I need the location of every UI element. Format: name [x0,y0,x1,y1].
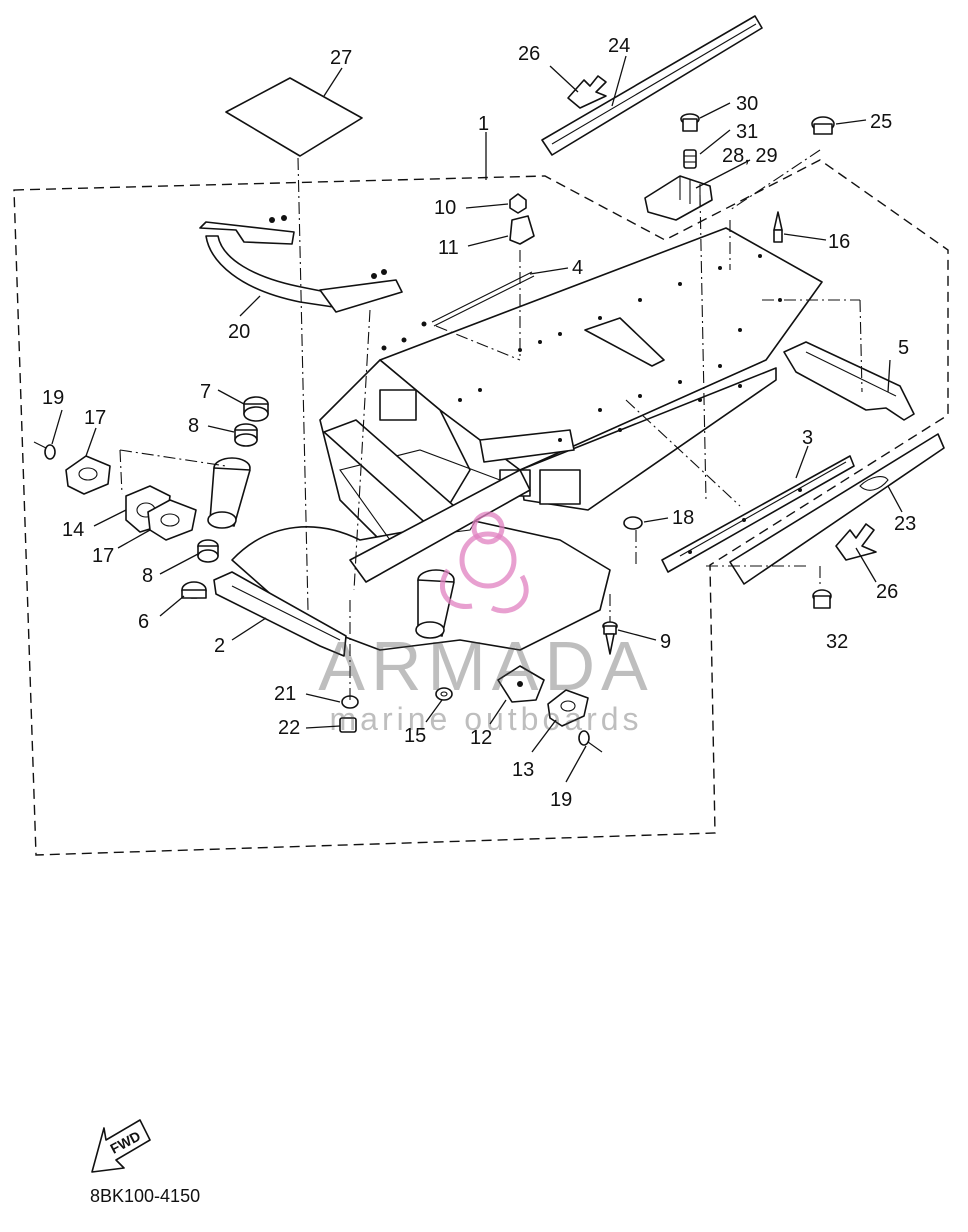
part-5-rear-bracket [783,341,915,421]
part-22-nut [339,717,357,733]
part-15-washer [435,687,453,701]
callout-28-29: 28, 29 [722,145,778,167]
part-2-front-bracket [213,571,347,657]
callout-8-upper: 8 [188,415,199,437]
drawing-code: 8BK100-4150 [90,1186,200,1206]
callout-8-lower: 8 [142,565,153,587]
callout-26-lower: 26 [876,581,898,603]
part-23-trim-strip [729,433,945,585]
part-25-cap [811,116,835,135]
callout-23: 23 [894,513,916,535]
part-20-handle-bar [199,215,403,313]
part-32-cap [812,589,832,609]
watermark-logo [440,511,529,614]
part-10-nut [509,193,527,214]
part-17-gasket-upper [65,455,111,495]
part-28-29-bracket [644,175,713,221]
callout-31: 31 [736,121,758,143]
part-8-bushing-lower [197,539,219,563]
part-12-plate [497,665,545,703]
part-8-bushing-upper [234,423,258,447]
callout-19-lower: 19 [550,789,572,811]
callout-14: 14 [62,519,84,541]
callout-4: 4 [572,257,583,279]
leader-lines [51,55,903,783]
callout-25: 25 [870,111,892,133]
callout-5: 5 [898,337,909,359]
callout-22: 22 [278,717,300,739]
part-16-pin [773,211,783,243]
callout-10: 10 [434,197,456,219]
part-24-trim-strip [541,15,763,156]
callout-30: 30 [736,93,758,115]
brand-watermark: ARMADA marine outboards [318,511,653,737]
callout-15: 15 [404,725,426,747]
watermark-tagline: marine outboards [329,701,642,737]
callout-17-lower: 17 [92,545,114,567]
callout-17-upper: 17 [84,407,106,429]
callout-16: 16 [828,231,850,253]
part-13-bracket [547,689,589,727]
part-31-spacer [683,149,697,169]
callout-1: 1 [478,113,489,135]
main-frame [207,227,823,651]
callout-19-upper: 19 [42,387,64,409]
part-4-rod [431,271,535,327]
part-18-plug [623,516,643,530]
assembly-boundary [13,159,949,856]
part-11-mount [509,215,535,245]
callout-12: 12 [470,727,492,749]
projection-lines [119,149,863,700]
part-30-bolt [680,113,700,132]
callout-24: 24 [608,35,630,57]
part-19-screw-lower [578,730,603,753]
callout-9: 9 [660,631,671,653]
callout-3: 3 [802,427,813,449]
callout-18: 18 [672,507,694,529]
callout-7: 7 [200,381,211,403]
callout-labels: 1 2 3 4 5 6 7 8 8 9 10 11 12 13 14 15 16… [42,35,916,811]
callout-32: 32 [826,631,848,653]
part-26-clip-upper [567,75,607,109]
watermark-brand: ARMADA [318,627,653,705]
steering-column-left [207,457,251,529]
callout-20: 20 [228,321,250,343]
callout-21: 21 [274,683,296,705]
part-27-label-sheet [225,77,363,157]
part-3-side-rail [661,455,855,573]
callout-13: 13 [512,759,534,781]
part-19-screw-upper [33,441,56,460]
part-26-clip-lower [835,523,877,561]
callout-27: 27 [330,47,352,69]
callout-26-upper: 26 [518,43,540,65]
part-6-grommet [181,581,207,599]
callout-2: 2 [214,635,225,657]
callout-6: 6 [138,611,149,633]
fwd-arrow: FWD [91,1119,151,1173]
callout-11: 11 [438,237,459,259]
part-7-bushing [243,396,269,422]
